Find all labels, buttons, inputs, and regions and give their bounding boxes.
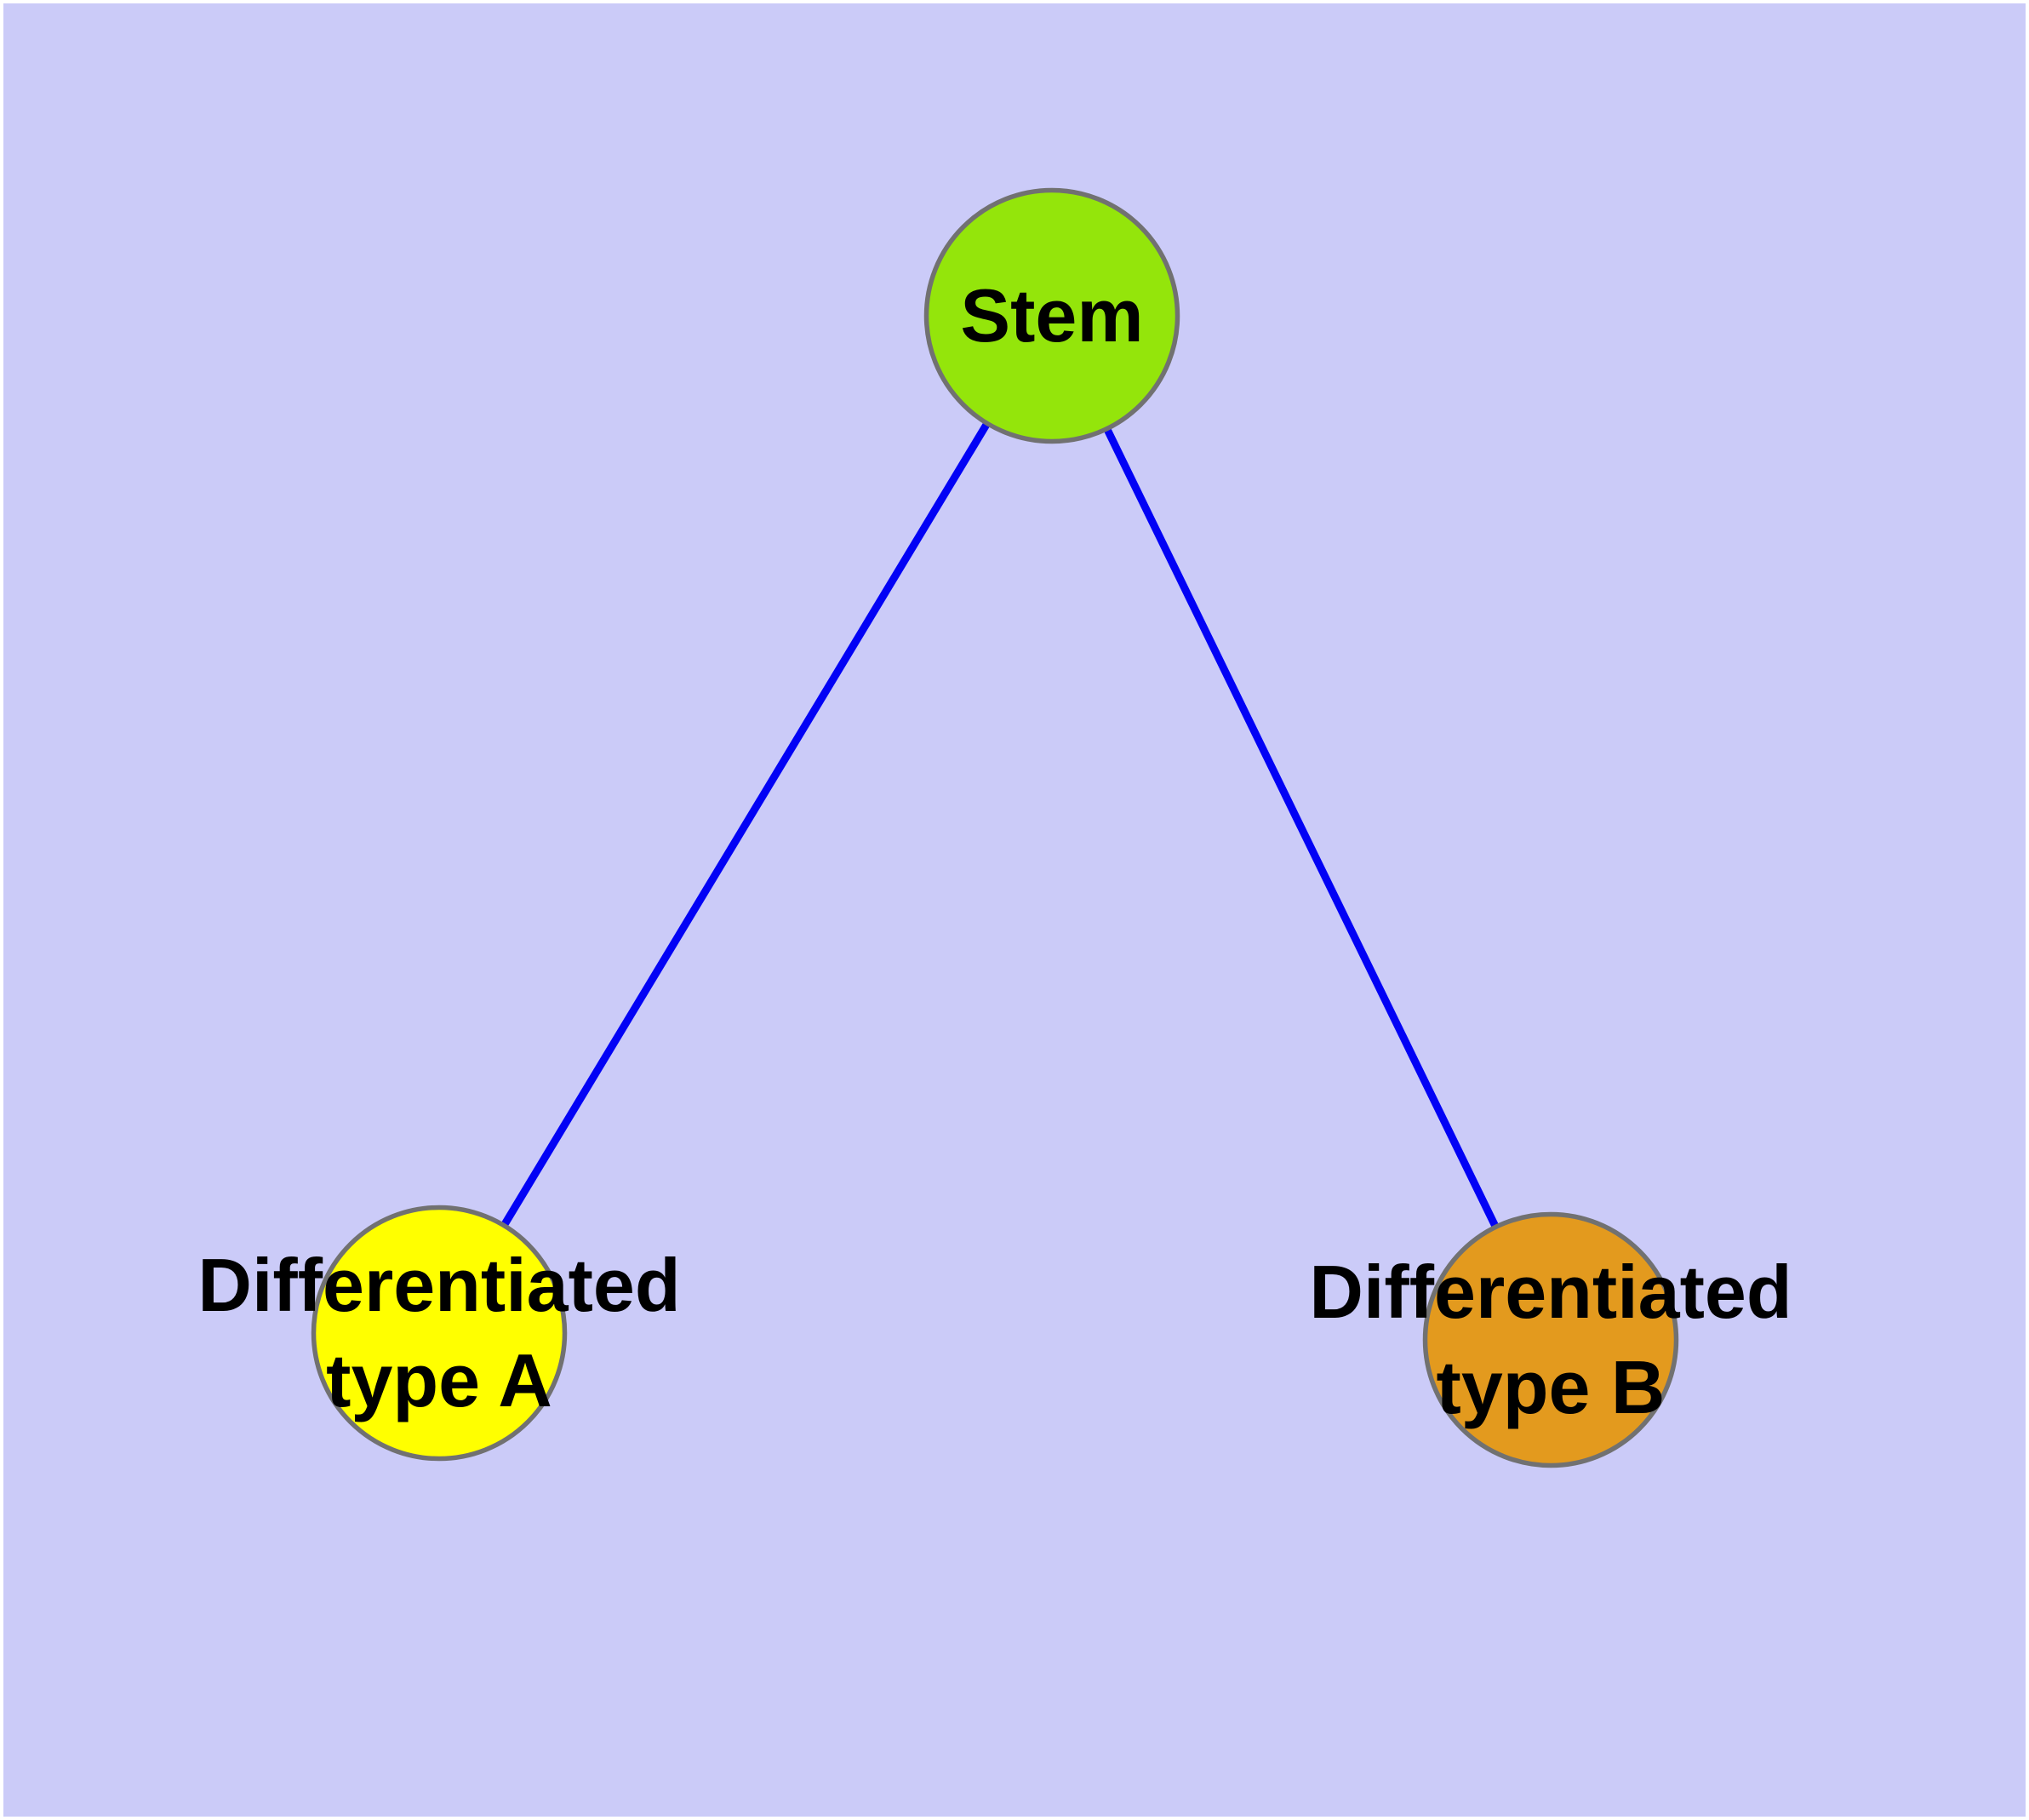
edge-stem-to-type-b xyxy=(1048,314,1555,1342)
edge-stem-to-type-a xyxy=(436,313,1055,1336)
node-label-type-b-line-1: Differentiated xyxy=(1309,1250,1792,1334)
node-label-type-b-line-2: type B xyxy=(1436,1345,1666,1429)
node-group xyxy=(311,187,1679,1468)
node-label-differentiated-type-b: Differentiated type B xyxy=(1309,1245,1792,1435)
node-label-stem-line-1: Stem xyxy=(960,273,1144,358)
node-label-stem: Stem xyxy=(960,268,1143,363)
node-label-type-a-line-1: Differentiated xyxy=(197,1243,681,1327)
node-differentiated-type-a-circle xyxy=(311,1205,568,1462)
node-label-type-a-line-2: type A xyxy=(326,1338,552,1422)
edge-group xyxy=(436,313,1555,1342)
node-stem-circle xyxy=(923,187,1180,444)
node-differentiated-type-b-circle xyxy=(1422,1211,1679,1468)
node-label-differentiated-type-a: Differentiated type A xyxy=(197,1238,680,1428)
